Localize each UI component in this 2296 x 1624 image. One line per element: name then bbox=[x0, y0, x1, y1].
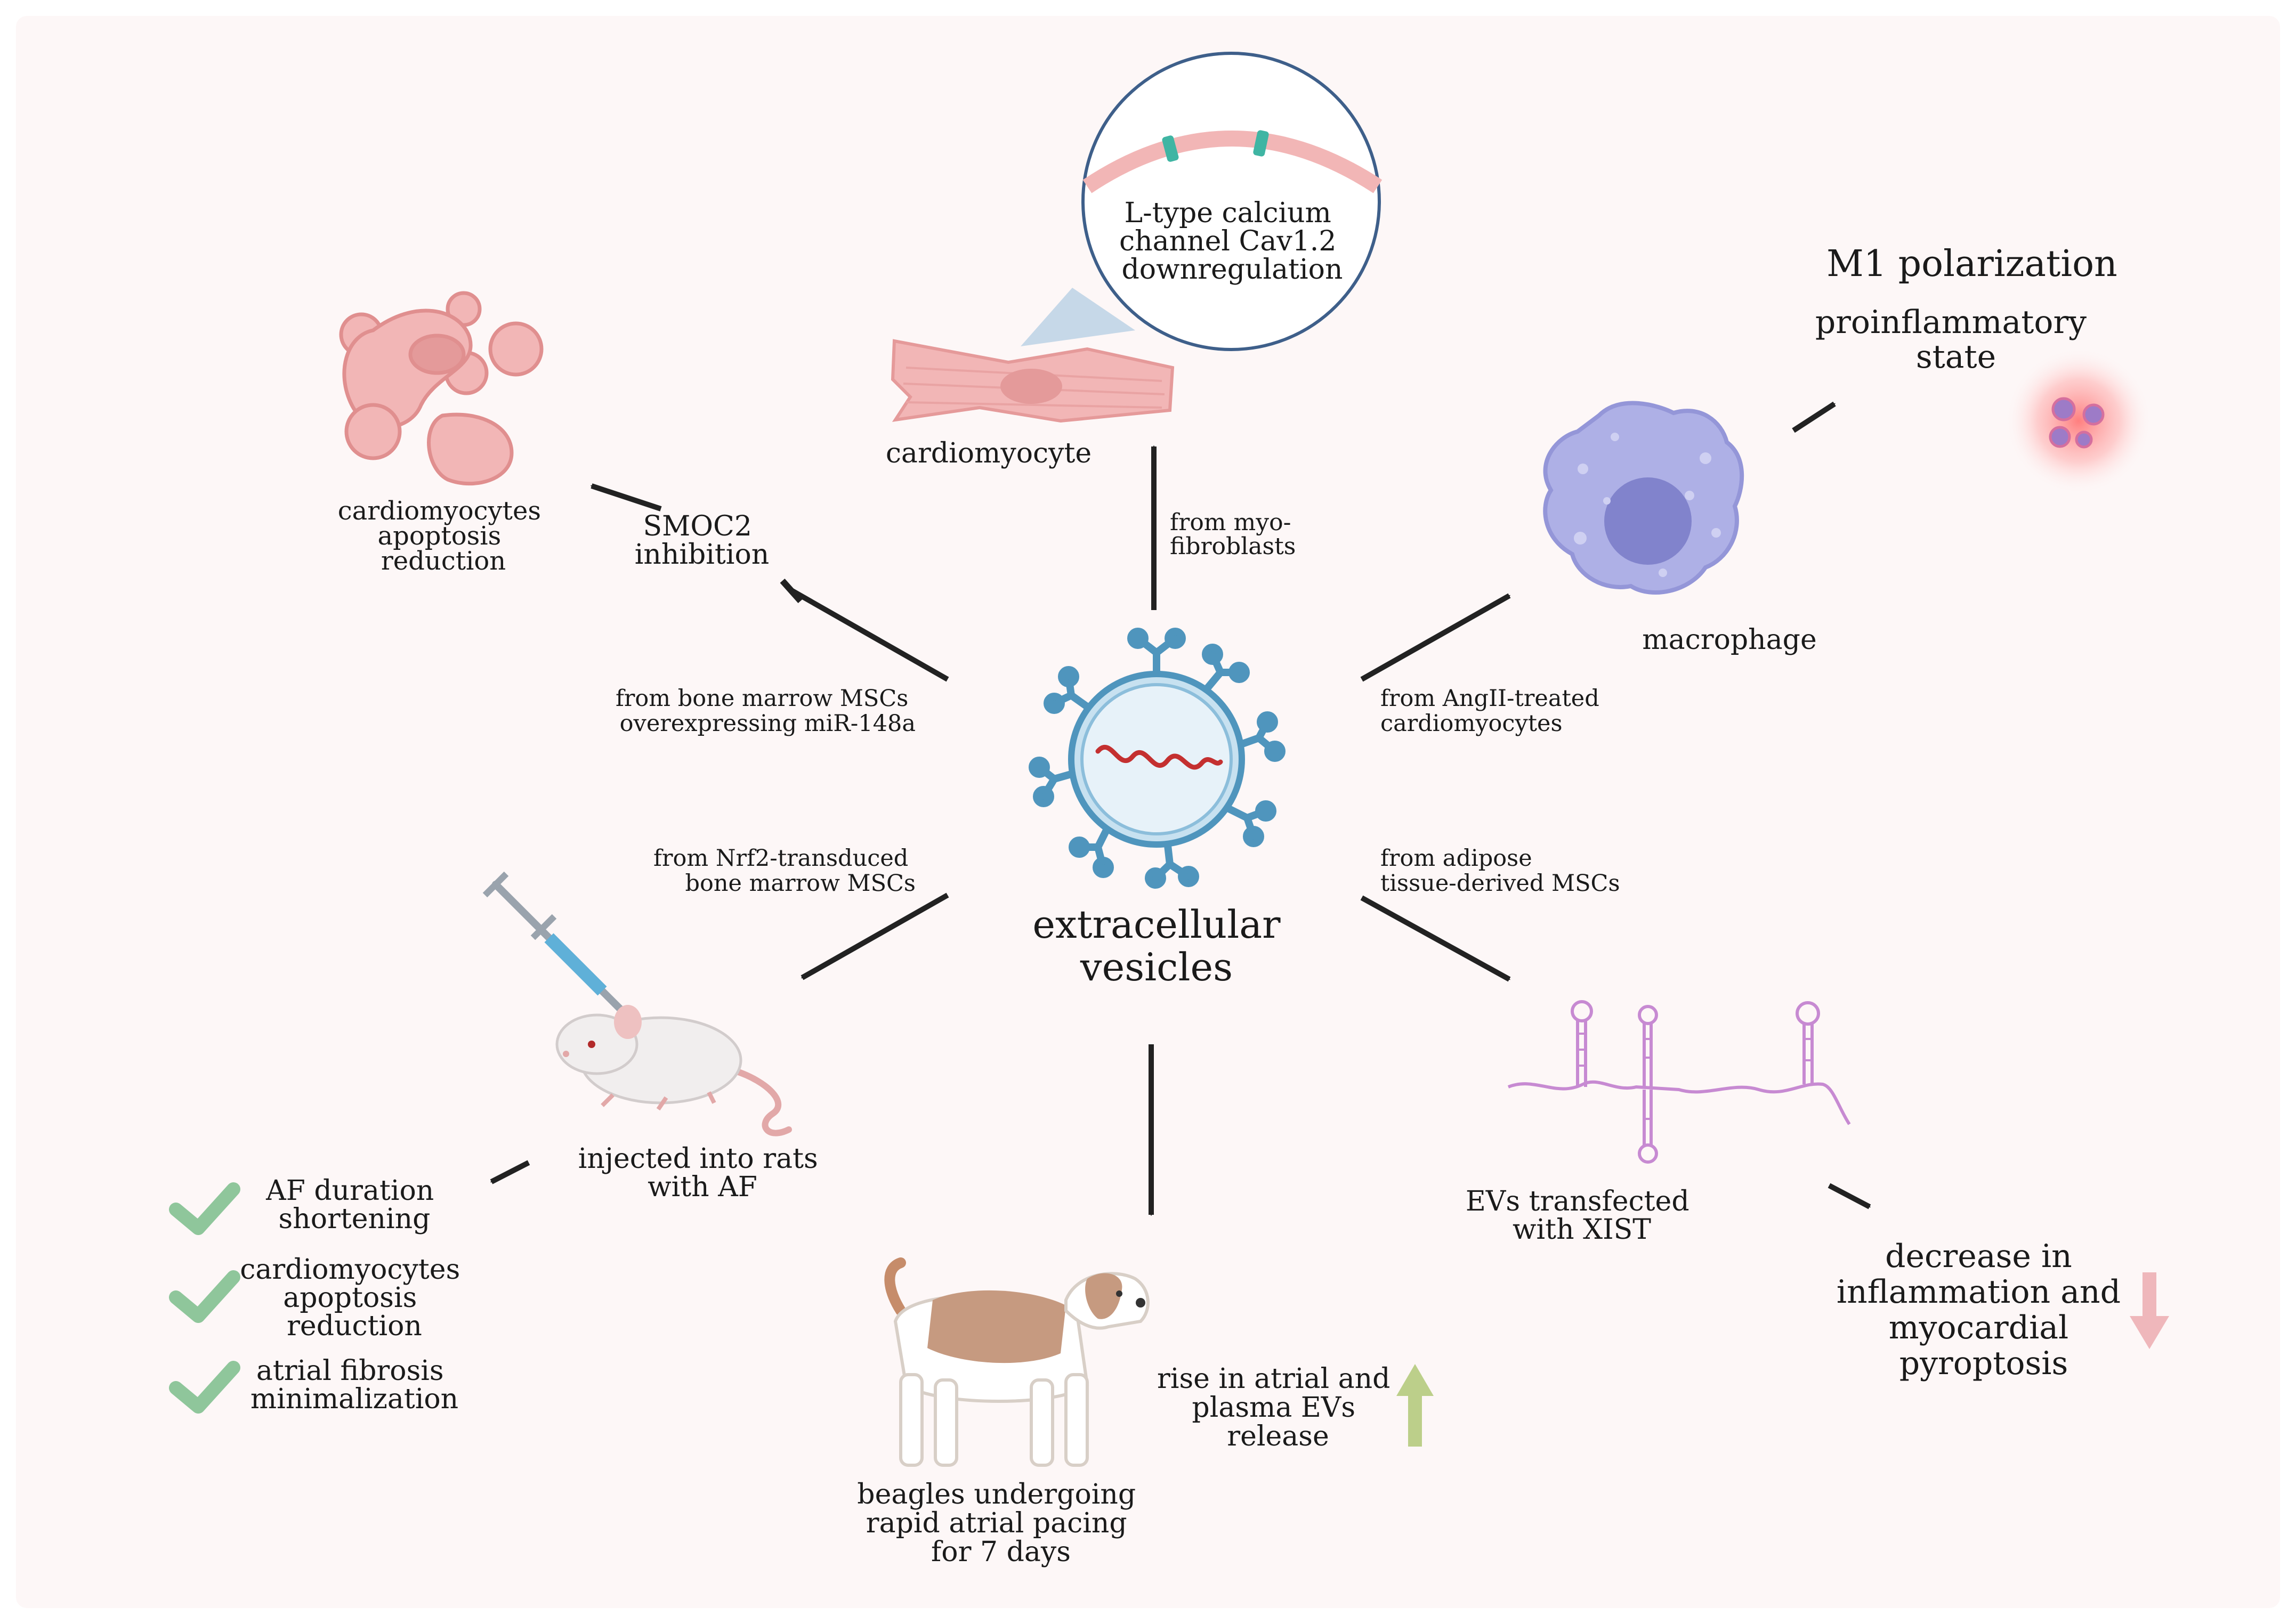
upper-right-source-line-1: from AngII-treated bbox=[1380, 685, 1599, 712]
arrow-to-m1 bbox=[1792, 401, 1836, 433]
upper-left-outcome-line-3: reduction bbox=[381, 546, 506, 576]
m1-subtitle-line-2: state bbox=[1916, 338, 1996, 376]
m1-subtitle: proinflammatory state bbox=[1815, 304, 2097, 376]
inhibition-line bbox=[790, 588, 949, 682]
arrow-to-apoptosis bbox=[590, 483, 662, 511]
lower-right-result-line-4: pyroptosis bbox=[1899, 1345, 2068, 1382]
xist-label: EVs transfected with XIST bbox=[1466, 1185, 1698, 1246]
upper-left-source-line-1: from bone marrow MSCs bbox=[616, 685, 908, 712]
extracellular-vesicle-icon bbox=[1029, 628, 1286, 889]
arrow-to-macrophage bbox=[1360, 593, 1511, 682]
arrow-to-xist bbox=[1360, 895, 1511, 982]
m1-polarization-title: M1 polarization bbox=[1826, 243, 2117, 285]
zoom-cone bbox=[1021, 288, 1135, 346]
result-3-line-1: atrial fibrosis bbox=[256, 1355, 444, 1387]
arrow-to-rat bbox=[801, 892, 949, 980]
beagle-icon bbox=[884, 1257, 1150, 1467]
lower-left-source-line-1: from Nrf2-transduced bbox=[653, 845, 908, 872]
lower-right-result-line-3: myocardial bbox=[1889, 1309, 2069, 1346]
calcium-channel-icon bbox=[1253, 130, 1269, 157]
results-list: AF duration shortening cardiomyocytes ap… bbox=[169, 1175, 469, 1415]
inhibition-bar bbox=[780, 578, 803, 604]
top-source-line-2: fibroblasts bbox=[1170, 533, 1296, 560]
zoom-text-line-2: channel Cav1.2 bbox=[1119, 225, 1336, 257]
rna-structure-icon bbox=[1507, 1000, 1851, 1164]
upper-left-source-line-2: overexpressing miR-148a bbox=[620, 710, 916, 737]
upper-right-source: from AngII-treated cardiomyocytes bbox=[1380, 685, 1606, 737]
zoom-text: L-type calcium channel Cav1.2 downregula… bbox=[1119, 197, 1345, 286]
down-arrow-icon bbox=[2130, 1272, 2169, 1349]
arrow-to-results bbox=[490, 1160, 530, 1184]
upper-right-source-line-2: cardiomyocytes bbox=[1380, 710, 1563, 737]
lower-left-source: from Nrf2-transduced bone marrow MSCs bbox=[653, 845, 916, 897]
check-icon bbox=[169, 1361, 240, 1414]
lower-left-source-line-2: bone marrow MSCs bbox=[685, 870, 916, 897]
check-icon bbox=[169, 1270, 240, 1323]
inflamed-cell-icon bbox=[2004, 346, 2153, 496]
center-title-line-2: vesicles bbox=[1080, 945, 1233, 989]
ev-release-line-1: rise in atrial and bbox=[1157, 1363, 1390, 1395]
zoom-text-line-1: L-type calcium bbox=[1125, 197, 1331, 229]
zoom-circle bbox=[1081, 52, 1383, 351]
result-2-line-2: apoptosis bbox=[283, 1282, 417, 1314]
upper-left-mechanism: SMOC2 inhibition bbox=[635, 510, 769, 571]
lower-right-result-line-2: inflammation and bbox=[1837, 1273, 2121, 1311]
beagle-line-3: for 7 days bbox=[931, 1536, 1071, 1568]
zoom-text-line-3: downregulation bbox=[1122, 254, 1343, 286]
lower-right-source-line-1: from adipose bbox=[1380, 845, 1532, 872]
top-source-text: from myo- fibroblasts bbox=[1170, 509, 1298, 560]
arrow-to-decrease bbox=[1828, 1183, 1871, 1209]
rat-icon bbox=[555, 1005, 792, 1136]
upper-left-mechanism-line-2: inhibition bbox=[635, 539, 769, 571]
rat-model-label: injected into rats with AF bbox=[578, 1143, 827, 1203]
ev-release-line-3: release bbox=[1227, 1420, 1329, 1452]
result-2-line-1: cardiomyocytes bbox=[240, 1254, 460, 1286]
result-item-1: AF duration shortening bbox=[265, 1175, 443, 1235]
up-arrow-icon bbox=[1396, 1364, 1434, 1447]
m1-subtitle-line-1: proinflammatory bbox=[1815, 304, 2087, 341]
result-item-3: atrial fibrosis minimalization bbox=[250, 1355, 458, 1415]
center-title-line-1: extracellular bbox=[1032, 902, 1281, 947]
lower-right-source-line-2: tissue-derived MSCs bbox=[1380, 870, 1620, 897]
result-item-2: cardiomyocytes apoptosis reduction bbox=[240, 1254, 469, 1342]
upper-left-source: from bone marrow MSCs overexpressing miR… bbox=[616, 685, 916, 737]
top-source-line-1: from myo- bbox=[1170, 509, 1291, 536]
arrows bbox=[490, 401, 1871, 1216]
xist-line-1: EVs transfected bbox=[1466, 1185, 1689, 1217]
cardiomyocyte-icon bbox=[891, 339, 1175, 423]
lower-right-result: decrease in inflammation and myocardial … bbox=[1837, 1238, 2131, 1382]
rat-model-line-2: with AF bbox=[648, 1171, 757, 1203]
beagle-line-2: rapid atrial pacing bbox=[866, 1507, 1127, 1539]
apoptotic-cell-icon bbox=[339, 291, 544, 486]
upper-left-outcome: cardiomyocytes apoptosis reduction bbox=[338, 496, 549, 576]
beagle-model-label: beagles undergoing rapid atrial pacing f… bbox=[857, 1479, 1144, 1568]
ev-release-line-2: plasma EVs bbox=[1192, 1392, 1355, 1424]
calcium-channel-icon bbox=[1162, 135, 1179, 162]
lower-right-source: from adipose tissue-derived MSCs bbox=[1380, 845, 1620, 897]
result-1-line-1: AF duration bbox=[265, 1175, 434, 1207]
ev-release-label: rise in atrial and plasma EVs release bbox=[1157, 1363, 1399, 1452]
result-3-line-2: minimalization bbox=[250, 1383, 458, 1415]
beagle-line-1: beagles undergoing bbox=[857, 1479, 1136, 1511]
cardiomyocyte-label: cardiomyocyte bbox=[886, 437, 1092, 469]
upper-left-outcome-line-2: apoptosis bbox=[377, 521, 501, 551]
macrophage-icon bbox=[1543, 401, 1744, 595]
upper-left-mechanism-line-1: SMOC2 bbox=[643, 510, 752, 542]
xist-line-2: with XIST bbox=[1513, 1214, 1651, 1246]
lower-right-result-line-1: decrease in bbox=[1885, 1238, 2072, 1275]
check-icon bbox=[169, 1182, 240, 1235]
rat-model-line-1: injected into rats bbox=[578, 1143, 818, 1175]
macrophage-label: macrophage bbox=[1642, 624, 1816, 656]
result-1-line-2: shortening bbox=[279, 1203, 431, 1235]
result-2-line-3: reduction bbox=[287, 1310, 422, 1342]
